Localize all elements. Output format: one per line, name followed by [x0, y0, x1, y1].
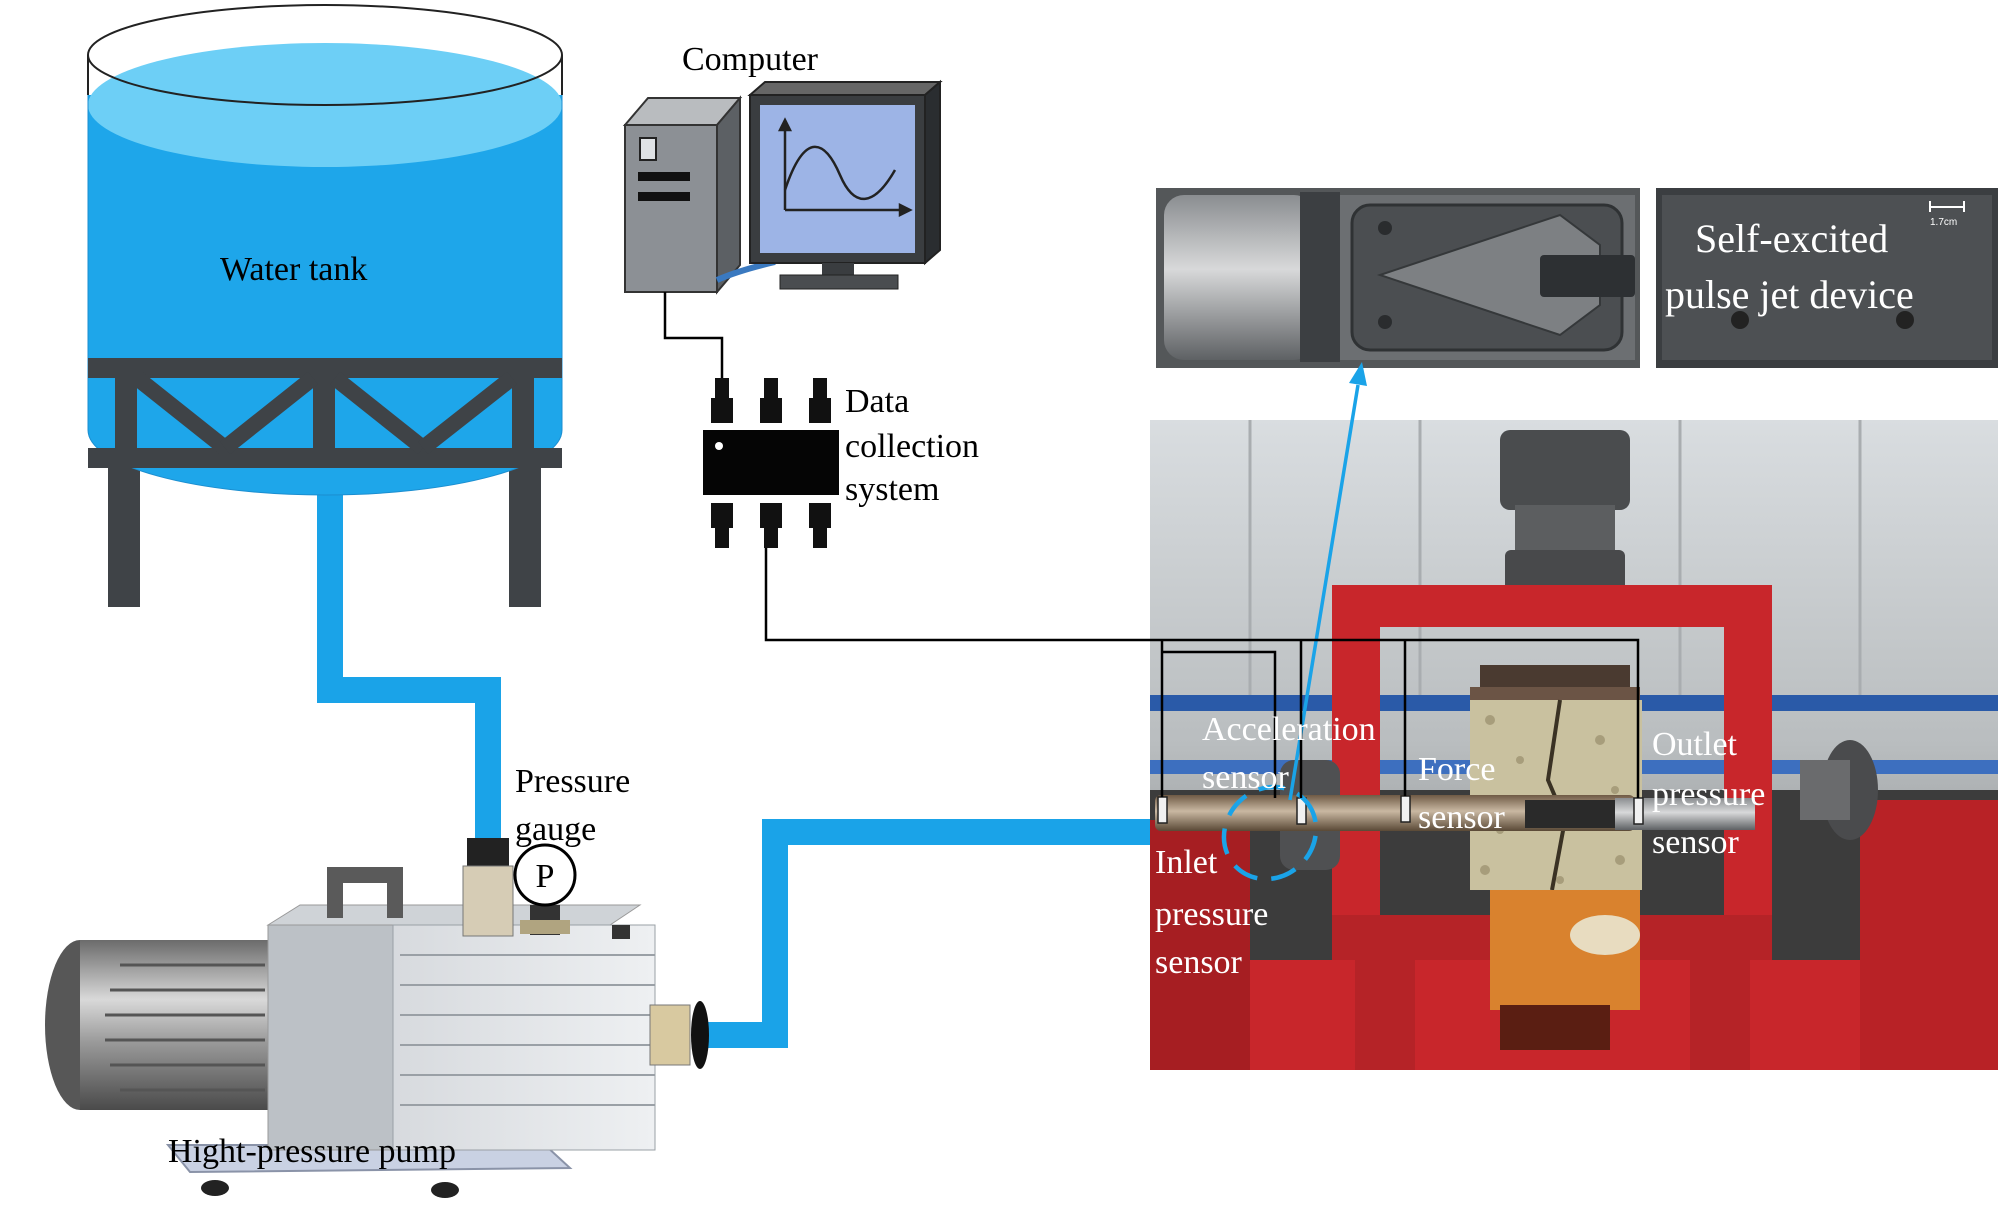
computer	[622, 79, 943, 295]
device-label-line2: pulse jet device	[1665, 272, 1914, 317]
signal-wire-computer-to-daq	[663, 292, 724, 385]
pulse-jet-device-photo-right	[1656, 188, 1998, 368]
water-tank-label: Water tank	[220, 251, 367, 288]
acceleration-sensor-label-line2: sensor	[1202, 759, 1290, 796]
daq-label-line3: system	[845, 471, 939, 508]
outlet-sensor-label-line2: pressure	[1652, 776, 1765, 813]
force-sensor-label-line2: sensor	[1418, 799, 1506, 836]
force-sensor-label-line1: Force	[1418, 751, 1495, 788]
test-rig-photo	[1150, 420, 1998, 1070]
pressure-gauge-symbol: P	[536, 858, 555, 895]
daq-label-line2: collection	[845, 428, 979, 465]
outlet-sensor-label-line1: Outlet	[1652, 726, 1738, 763]
pressure-gauge-icon	[513, 843, 577, 909]
pump-label: Hight-pressure pump	[168, 1133, 456, 1170]
signal-wire-daq-to-sensors	[764, 548, 1640, 798]
data-collection-system	[703, 378, 839, 548]
acceleration-sensor-label-line1: Acceleration	[1202, 711, 1376, 748]
water-tank	[87, 4, 563, 607]
scale-bar-icon	[1929, 201, 1965, 212]
pressure-gauge-label-line1: Pressure	[515, 763, 630, 800]
outlet-sensor-label-line3: sensor	[1652, 824, 1740, 861]
high-pressure-pump	[45, 838, 709, 1198]
pulse-jet-device-photo-left	[1156, 188, 1640, 368]
device-label-line1: Self-excited	[1695, 216, 1888, 261]
daq-label-line1: Data	[845, 383, 909, 420]
inlet-sensor-label-line1: Inlet	[1155, 844, 1218, 881]
computer-label: Computer	[682, 41, 819, 78]
water-pipe-tank-to-pump	[317, 490, 501, 838]
inlet-sensor-label-line3: sensor	[1155, 944, 1243, 981]
screen-graph-icon	[777, 117, 913, 218]
pressure-gauge-label-line2: gauge	[515, 811, 596, 848]
scale-bar-label: 1.7cm	[1930, 217, 1957, 228]
inlet-sensor-label-line2: pressure	[1155, 896, 1268, 933]
water-pipe-pump-to-rig	[700, 819, 1150, 1048]
pulse-jet-device-highlight	[1221, 784, 1319, 882]
